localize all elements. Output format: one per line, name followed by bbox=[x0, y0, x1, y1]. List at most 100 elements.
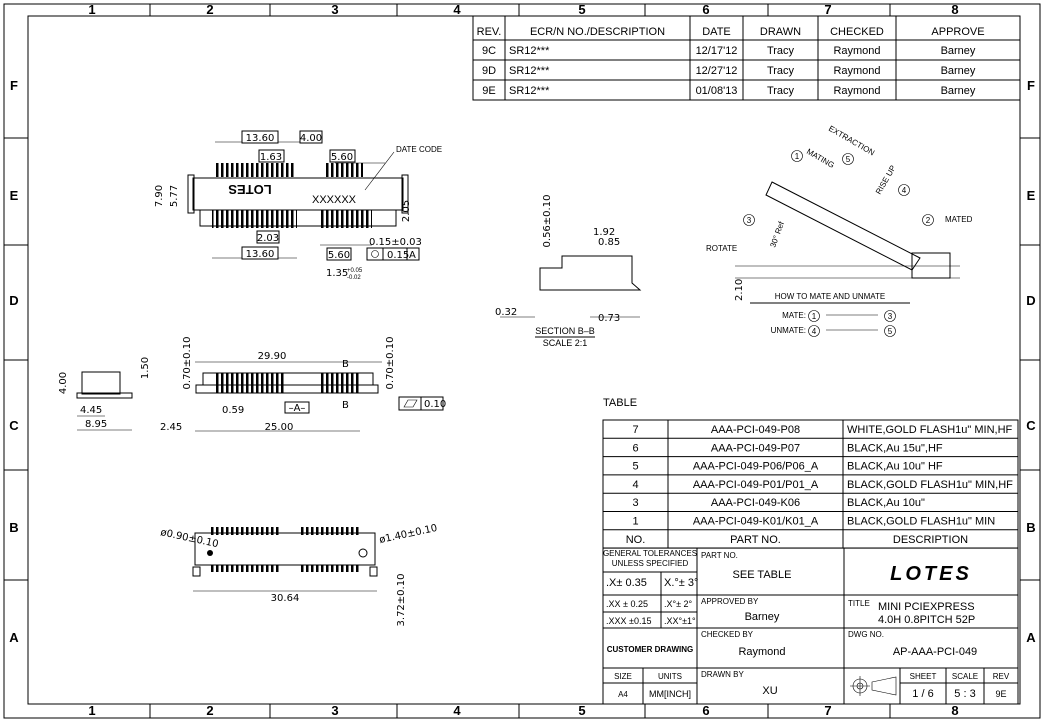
parts-cell: 6 bbox=[632, 442, 638, 454]
dim-label: 2.05 bbox=[401, 200, 412, 222]
step-number-circle bbox=[922, 214, 934, 226]
sheet-label: SHEET bbox=[910, 672, 937, 681]
tolerance-value: X.°± 3° bbox=[664, 577, 698, 589]
rev-value: 9E bbox=[995, 689, 1006, 699]
revision-cell: 01/08'13 bbox=[696, 85, 738, 97]
step-number-circle bbox=[808, 310, 820, 322]
dim-label: 2.10 bbox=[734, 279, 745, 301]
step-number-circle bbox=[898, 184, 910, 196]
mate-label: MATE: bbox=[782, 311, 806, 320]
parts-cell: 1 bbox=[632, 516, 638, 528]
grid-column-label: 4 bbox=[453, 2, 461, 17]
parts-cell: WHITE,GOLD FLASH1u" MIN,HF bbox=[847, 424, 1013, 436]
dim-label: 1.92 bbox=[593, 227, 615, 238]
dim-label: 3.72±0.10 bbox=[396, 574, 407, 627]
checked-by-value: Raymond bbox=[738, 646, 785, 658]
parts-cell: BLACK,Au 10u" HF bbox=[847, 461, 943, 473]
mating-label: MATING bbox=[805, 147, 836, 170]
parts-cell: AAA-PCI-049-P07 bbox=[711, 442, 800, 454]
revision-header: REV. bbox=[477, 26, 502, 38]
dim-label: 0.59 bbox=[222, 405, 244, 416]
parts-header: NO. bbox=[626, 534, 646, 546]
revision-header: DATE bbox=[702, 26, 731, 38]
dim-label: 0.15±0.03 bbox=[369, 237, 422, 248]
revision-header: ECR/N NO./DESCRIPTION bbox=[530, 26, 665, 38]
tolerance-value: .XX°±1° bbox=[664, 616, 696, 626]
revision-cell: Raymond bbox=[833, 45, 880, 57]
revision-cell: Tracy bbox=[767, 65, 795, 77]
parts-cell: AAA-PCI-049-K01/K01_A bbox=[693, 516, 819, 528]
tolerances-header: UNLESS SPECIFIED bbox=[612, 559, 689, 568]
dwg-no-label: DWG NO. bbox=[848, 630, 884, 639]
dim-label: 0.15 bbox=[387, 250, 409, 261]
revision-cell: SR12*** bbox=[509, 45, 550, 57]
dim-label: 0.32 bbox=[495, 307, 517, 318]
dwg-no-value: AP-AAA-PCI-049 bbox=[893, 646, 977, 658]
grid-column-label: 8 bbox=[951, 703, 958, 718]
dim-label: 0.73 bbox=[598, 313, 620, 324]
dim-label: 25.00 bbox=[265, 422, 294, 433]
sheet-value: 1 / 6 bbox=[912, 688, 933, 700]
revision-header: DRAWN bbox=[760, 26, 801, 38]
section-mark: B bbox=[342, 359, 349, 370]
dim-label: 30.64 bbox=[271, 593, 300, 604]
revision-cell: Barney bbox=[941, 85, 976, 97]
title-value: MINI PCIEXPRESS bbox=[878, 601, 975, 613]
parts-header: DESCRIPTION bbox=[893, 534, 968, 546]
dim-label: 0.70±0.10 bbox=[182, 337, 193, 390]
section-b-b-view: 0.56±0.10 1.92 0.85 0.32 0.73 SECTION B–… bbox=[495, 195, 642, 348]
section-scale: SCALE 2:1 bbox=[543, 338, 588, 348]
grid-column-label: 6 bbox=[702, 703, 709, 718]
dim-label: 8.95 bbox=[85, 419, 107, 430]
mating-diagram: EXTRACTION MATING RISE UP MATED ROTATE 3… bbox=[706, 124, 973, 337]
dim-label: 5.60 bbox=[328, 250, 350, 261]
grid-row-label: B bbox=[9, 520, 18, 535]
dim-label: 1.63 bbox=[260, 152, 282, 163]
extraction-label: EXTRACTION bbox=[827, 124, 876, 158]
step-number-circle bbox=[884, 325, 896, 337]
size-label: SIZE bbox=[614, 672, 632, 681]
scale-value: 5 : 3 bbox=[954, 688, 975, 700]
grid-column-label: 1 bbox=[88, 703, 95, 718]
units-value: MM[INCH] bbox=[649, 689, 691, 699]
rotate-label: ROTATE bbox=[706, 244, 737, 253]
grid-column-label: 1 bbox=[88, 2, 95, 17]
bottom-view: ø0.90±0.10 ø1.40±0.10 30.64 3.72±0.10 bbox=[159, 523, 438, 627]
date-code: XXXXXX bbox=[312, 194, 357, 206]
grid-row-label: A bbox=[1026, 630, 1036, 645]
rise-up-label: RISE UP bbox=[874, 164, 898, 196]
date-code-label: DATE CODE bbox=[396, 145, 442, 154]
revision-cell: Barney bbox=[941, 45, 976, 57]
tolerance-plus: +0.05 bbox=[347, 268, 363, 274]
parts-cell: BLACK,Au 15u",HF bbox=[847, 442, 943, 454]
angle-label: 30° Ref bbox=[768, 220, 786, 249]
revision-header: APPROVE bbox=[931, 26, 984, 38]
grid-column-label: 7 bbox=[824, 703, 831, 718]
parts-cell: BLACK,GOLD FLASH1u" MIN bbox=[847, 516, 995, 528]
step-number-circle bbox=[743, 214, 755, 226]
drawn-by-value: XU bbox=[762, 685, 777, 697]
revision-cell: 12/27'12 bbox=[696, 65, 738, 77]
grid-column-label: 8 bbox=[951, 2, 958, 17]
parts-cell: AAA-PCI-049-P08 bbox=[711, 424, 800, 436]
revision-cell: 12/17'12 bbox=[696, 45, 738, 57]
part-no-value: SEE TABLE bbox=[733, 569, 792, 581]
company-logo: LOTES bbox=[890, 563, 972, 585]
parts-cell: BLACK,Au 10u" bbox=[847, 497, 925, 509]
step-number: 1 bbox=[812, 312, 817, 321]
grid-row-label: E bbox=[10, 188, 19, 203]
grid-row-label: D bbox=[9, 293, 18, 308]
size-value: A4 bbox=[618, 690, 628, 699]
parts-cell: 3 bbox=[632, 497, 638, 509]
step-number: 3 bbox=[747, 216, 752, 225]
approved-by-value: Barney bbox=[745, 611, 780, 623]
grid-column-label: 5 bbox=[578, 703, 585, 718]
parts-cell: 7 bbox=[632, 424, 638, 436]
grid-row-label: C bbox=[9, 418, 19, 433]
grid-column-label: 7 bbox=[824, 2, 831, 17]
dim-label: 13.60 bbox=[246, 249, 275, 260]
revision-cell: SR12*** bbox=[509, 65, 550, 77]
grid-column-label: 4 bbox=[453, 703, 461, 718]
dim-label: 4.45 bbox=[80, 405, 102, 416]
